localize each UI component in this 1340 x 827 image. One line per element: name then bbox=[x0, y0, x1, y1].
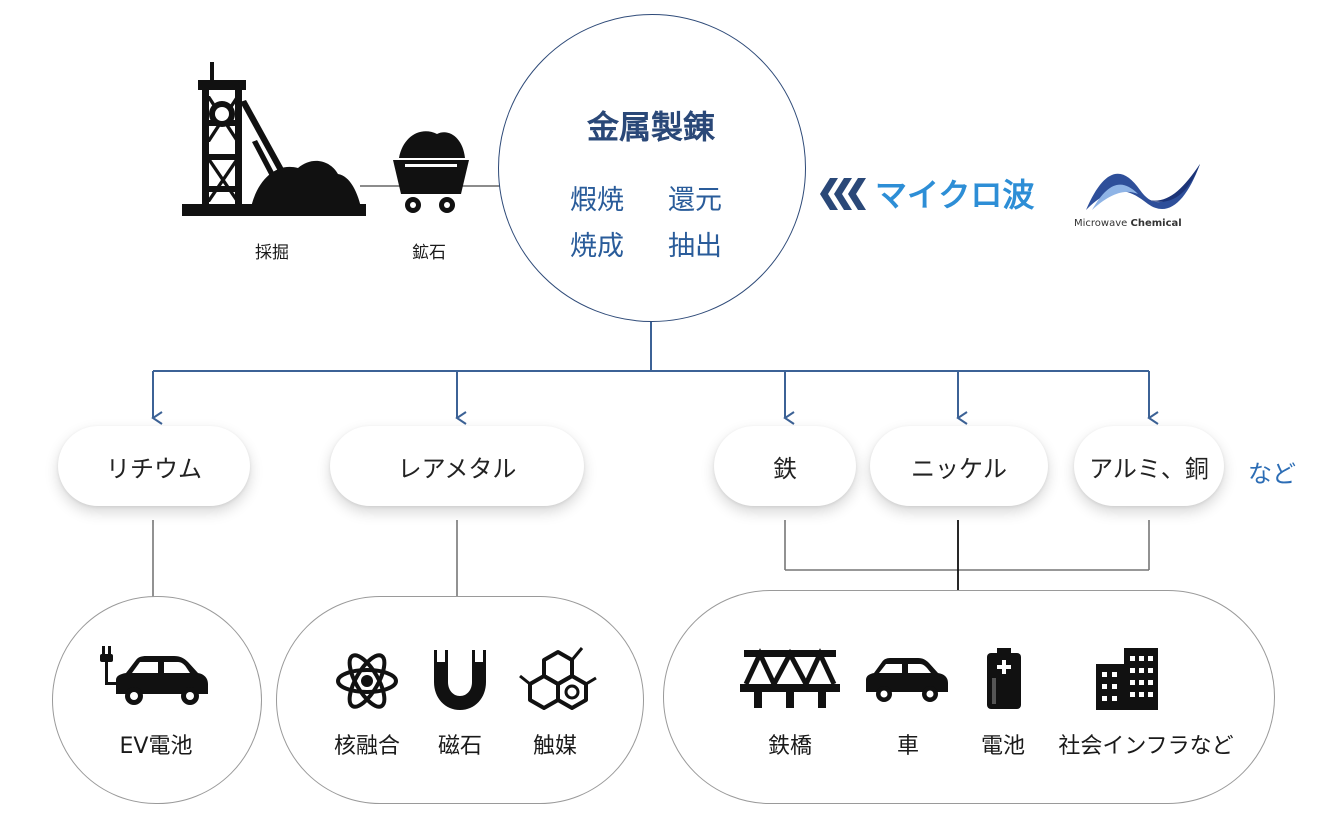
nuclear-fusion-label: 核融合 bbox=[333, 734, 401, 759]
process-extraction: 抽出 bbox=[668, 231, 722, 262]
steel-bridge-icon bbox=[740, 648, 840, 708]
magnet-label: 磁石 bbox=[437, 734, 483, 759]
car-label: 車 bbox=[896, 734, 920, 759]
ore-label: 鉱石 bbox=[412, 243, 446, 263]
refining-title: 金属製錬 bbox=[586, 108, 716, 146]
process-sintering: 焼成 bbox=[570, 231, 624, 262]
metal-aluminum-copper-label: アルミ、銅 bbox=[1089, 454, 1209, 483]
metal-nickel: ニッケル bbox=[870, 426, 1048, 506]
catalyst-label: 触媒 bbox=[532, 734, 578, 759]
ev-car-icon bbox=[100, 646, 208, 705]
metal-lithium-label: リチウム bbox=[106, 454, 202, 483]
buildings-icon bbox=[1096, 648, 1158, 710]
atom-icon bbox=[336, 653, 398, 709]
battery-label: 電池 bbox=[980, 734, 1026, 759]
etc-label: など bbox=[1248, 460, 1296, 488]
infrastructure-label: 社会インフラなど bbox=[1058, 734, 1234, 759]
distribution-tree bbox=[151, 321, 1159, 425]
car-icon bbox=[866, 658, 948, 702]
mining-label: 採掘 bbox=[255, 243, 289, 263]
microwave-label: マイクロ波 bbox=[875, 176, 1035, 214]
merge-bracket bbox=[784, 520, 1150, 571]
metal-iron-label: 鉄 bbox=[773, 454, 797, 483]
infrastructure-group bbox=[663, 590, 1275, 804]
logo-text-2: Chemical bbox=[1130, 218, 1182, 229]
process-calcination: 煆焼 bbox=[570, 185, 624, 216]
metal-rare-metal-label: レアメタル bbox=[397, 454, 517, 483]
mining-tower-icon bbox=[182, 62, 366, 216]
metal-aluminum-copper: アルミ、銅 bbox=[1074, 426, 1224, 506]
battery-icon bbox=[987, 648, 1021, 709]
metal-nickel-label: ニッケル bbox=[911, 454, 1007, 483]
process-reduction: 還元 bbox=[668, 185, 722, 216]
ore-cart-icon bbox=[393, 131, 469, 213]
catalyst-molecule-icon bbox=[519, 647, 597, 710]
metal-iron: 鉄 bbox=[714, 426, 856, 506]
metal-lithium: リチウム bbox=[58, 426, 250, 506]
logo-text-1: Microwave bbox=[1074, 218, 1131, 229]
ev-battery-label: EV電池 bbox=[119, 734, 193, 759]
metal-refining-circle bbox=[498, 14, 806, 322]
microwave-chemical-logo-icon bbox=[1086, 164, 1200, 210]
steel-bridge-label: 鉄橋 bbox=[767, 734, 813, 759]
ev-group bbox=[52, 596, 262, 804]
logo-wordmark: Microwave Chemical bbox=[1074, 218, 1182, 229]
chevron-left-icon bbox=[820, 178, 866, 210]
metal-rare-metal: レアメタル bbox=[330, 426, 584, 506]
magnet-icon bbox=[434, 650, 486, 710]
